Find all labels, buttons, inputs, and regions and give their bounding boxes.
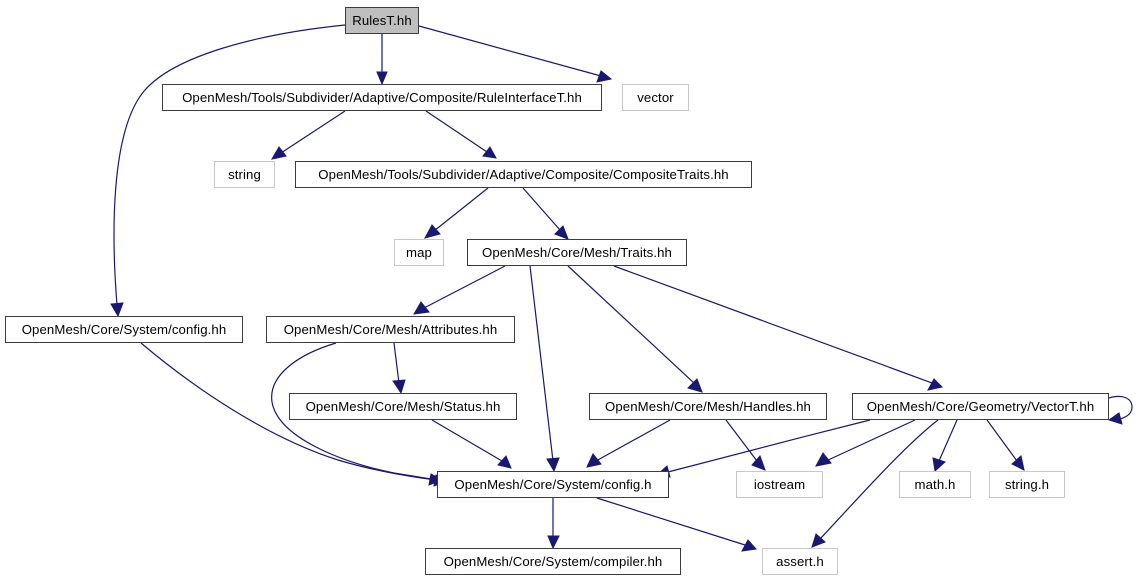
edge-ruleInterfaceT-compositeTraits bbox=[425, 110, 497, 159]
edge-vectorT-mathH bbox=[932, 419, 958, 472]
node-map[interactable]: map bbox=[394, 239, 444, 266]
node-mathH[interactable]: math.h bbox=[899, 471, 971, 498]
node-assertH[interactable]: assert.h bbox=[762, 548, 838, 575]
node-vectorT[interactable]: OpenMesh/Core/Geometry/VectorT.hh bbox=[852, 393, 1109, 420]
node-label: OpenMesh/Core/System/compiler.hh bbox=[443, 553, 663, 569]
node-label: OpenMesh/Core/Mesh/Traits.hh bbox=[482, 244, 672, 260]
node-handles[interactable]: OpenMesh/Core/Mesh/Handles.hh bbox=[589, 393, 827, 420]
node-label: map bbox=[406, 244, 432, 260]
edge-status-systemConfigH bbox=[431, 419, 512, 469]
edge-rulesT-ruleInterfaceT bbox=[376, 34, 388, 86]
node-string[interactable]: string bbox=[214, 161, 275, 188]
edge-vectorT-stringH bbox=[986, 419, 1025, 471]
node-label: OpenMesh/Core/Mesh/Handles.hh bbox=[605, 398, 811, 414]
node-status[interactable]: OpenMesh/Core/Mesh/Status.hh bbox=[289, 393, 517, 420]
node-label: OpenMesh/Core/Mesh/Status.hh bbox=[305, 398, 501, 414]
edge-compositeTraits-map bbox=[424, 187, 489, 239]
edge-traits-vectorT bbox=[613, 265, 944, 391]
node-traits[interactable]: OpenMesh/Core/Mesh/Traits.hh bbox=[467, 239, 687, 266]
edge-systemConfigH-compiler bbox=[547, 498, 560, 550]
node-label: OpenMesh/Core/System/config.hh bbox=[21, 321, 227, 337]
node-ruleInterfaceT[interactable]: OpenMesh/Tools/Subdivider/Adaptive/Compo… bbox=[162, 84, 602, 111]
node-compositeTraits[interactable]: OpenMesh/Tools/Subdivider/Adaptive/Compo… bbox=[295, 161, 752, 188]
edge-vectorT-assertH bbox=[811, 419, 939, 548]
node-iostream[interactable]: iostream bbox=[736, 471, 823, 498]
edge-rulesT-systemConfigHH bbox=[110, 24, 346, 318]
node-label: math.h bbox=[914, 476, 956, 492]
node-compiler[interactable]: OpenMesh/Core/System/compiler.hh bbox=[425, 548, 681, 575]
node-label: vector bbox=[637, 89, 674, 105]
node-systemConfigHH[interactable]: OpenMesh/Core/System/config.hh bbox=[5, 316, 243, 343]
node-vector[interactable]: vector bbox=[622, 84, 689, 111]
edge-attributes-systemConfigH bbox=[271, 342, 444, 486]
edge-ruleInterfaceT-string bbox=[270, 110, 346, 160]
edge-handles-iostream bbox=[725, 419, 766, 471]
node-label: string.h bbox=[1004, 476, 1050, 492]
node-label: RulesT.hh bbox=[352, 12, 412, 28]
edge-traits-handles bbox=[567, 265, 703, 393]
edge-attributes-status bbox=[392, 342, 406, 395]
node-label: assert.h bbox=[776, 553, 824, 569]
edge-vectorT-self-loop bbox=[1107, 395, 1133, 425]
node-attributes[interactable]: OpenMesh/Core/Mesh/Attributes.hh bbox=[266, 316, 515, 343]
edge-traits-systemConfigH bbox=[529, 265, 560, 473]
node-rulesT[interactable]: RulesT.hh bbox=[345, 7, 419, 34]
node-systemConfigH[interactable]: OpenMesh/Core/System/config.h bbox=[437, 471, 669, 498]
node-label: iostream bbox=[753, 476, 806, 492]
node-label: OpenMesh/Tools/Subdivider/Adaptive/Compo… bbox=[182, 89, 582, 105]
node-label: OpenMesh/Tools/Subdivider/Adaptive/Compo… bbox=[318, 166, 729, 182]
edge-traits-attributes bbox=[413, 265, 506, 315]
node-stringH[interactable]: string.h bbox=[989, 471, 1065, 498]
node-label: string bbox=[228, 166, 261, 182]
node-label: OpenMesh/Core/Geometry/VectorT.hh bbox=[866, 398, 1095, 414]
edge-vectorT-iostream bbox=[815, 419, 916, 467]
node-label: OpenMesh/Core/System/config.h bbox=[454, 476, 652, 492]
edge-compositeTraits-traits bbox=[522, 187, 569, 240]
node-label: OpenMesh/Core/Mesh/Attributes.hh bbox=[283, 321, 498, 337]
edge-rulesT-vector bbox=[418, 25, 613, 83]
edge-handles-systemConfigH bbox=[586, 419, 671, 468]
edge-systemConfigH-assertH bbox=[596, 497, 757, 552]
